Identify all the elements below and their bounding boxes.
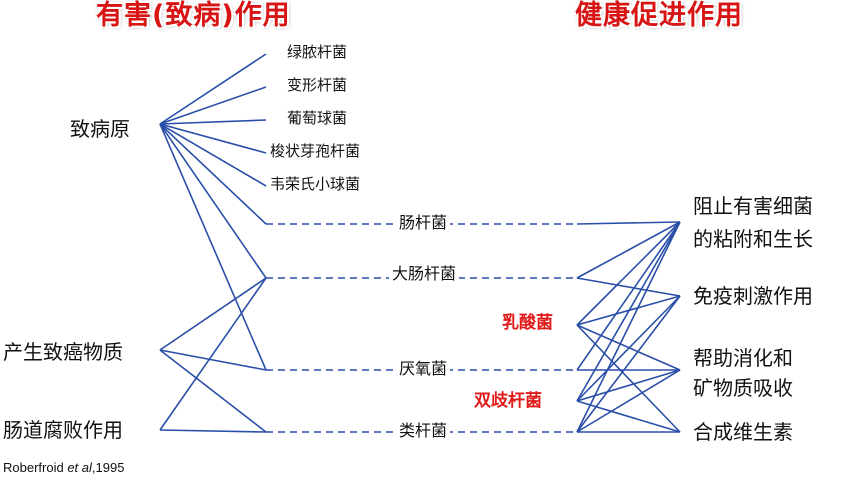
benefit-link [576, 324, 681, 433]
putrefaction-label: 肠道腐败作用 [3, 418, 123, 442]
pathogen-label: 致病原 [70, 117, 130, 141]
benefit-vitamin: 合成维生素 [693, 420, 793, 444]
carcinogen-label: 产生致癌物质 [3, 340, 123, 364]
harmful-link [159, 349, 267, 371]
harmful-link [159, 277, 267, 351]
bacterium-bacteroides: 类杆菌 [396, 423, 451, 439]
pathogen-item: 变形杆菌 [287, 76, 348, 94]
health-promoting-header: 健康促进作用 [575, 0, 743, 31]
harmful-link [159, 429, 267, 433]
benefit-link [576, 221, 681, 225]
harmful-link [159, 86, 267, 125]
benefit-link [576, 221, 681, 402]
benefit-link [576, 221, 681, 326]
pathogen-item: 梭状芽孢杆菌 [270, 142, 361, 160]
harmful-link [159, 123, 267, 371]
benefit-digest-line2: 矿物质吸收 [693, 376, 793, 400]
citation-year: ,1995 [91, 460, 125, 475]
citation: Roberfroid et al,1995 [3, 461, 124, 474]
harmful-link [159, 119, 267, 125]
harmful-effects-header: 有害(致病)作用 [96, 0, 291, 31]
bacterium-lactobacillus: 乳酸菌 [502, 313, 553, 333]
benefit-link [576, 400, 681, 433]
bacterium-enterococcus: 肠杆菌 [396, 215, 451, 231]
harmful-link [159, 123, 267, 154]
benefit-digest-line1: 帮助消化和 [693, 346, 793, 370]
benefit-link [576, 369, 681, 433]
pathogen-item: 葡萄球菌 [287, 109, 348, 127]
bacterium-anaerobe: 厌氧菌 [396, 361, 451, 377]
harmful-link [159, 123, 267, 225]
benefit-link [576, 295, 681, 402]
benefit-link [576, 221, 681, 433]
bacterium-bifidobacterium: 双歧杆菌 [474, 391, 542, 411]
benefit-inhibit-line2: 的粘附和生长 [693, 227, 813, 251]
benefit-link [576, 221, 681, 279]
harmful-link [159, 53, 267, 125]
benefit-inhibit-line1: 阻止有害细菌 [693, 194, 813, 218]
harmful-link [159, 277, 267, 431]
pathogen-item: 韦荣氏小球菌 [270, 175, 361, 193]
benefit-immune: 免疫刺激作用 [693, 284, 813, 308]
citation-author: Roberfroid [3, 460, 68, 475]
bacterium-ecoli: 大肠杆菌 [389, 266, 460, 282]
harmful-link [159, 123, 267, 187]
citation-etal: et al [67, 460, 92, 475]
benefit-link [576, 221, 681, 371]
harmful-link [159, 123, 267, 279]
pathogen-item: 绿脓杆菌 [287, 43, 348, 61]
benefit-link [576, 277, 681, 297]
benefit-link [576, 295, 681, 433]
harmful-link [159, 349, 267, 433]
